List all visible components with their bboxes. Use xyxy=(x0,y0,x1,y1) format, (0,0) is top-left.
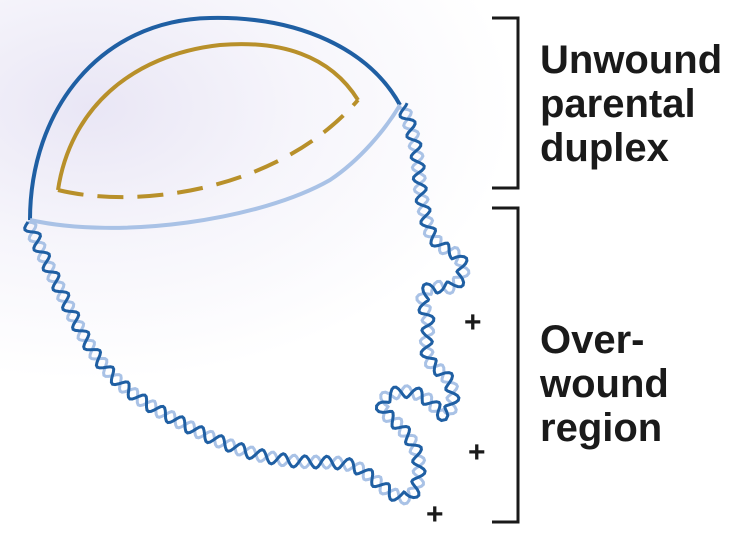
label-overwound-region: Over- wound region xyxy=(540,318,669,450)
bracket-unwound xyxy=(492,18,518,188)
label-unwound-parental-duplex: Unwound parental duplex xyxy=(540,38,722,170)
supercoil-sign-1: + xyxy=(464,308,482,338)
daughter-strand-dashed xyxy=(58,100,358,197)
overwound-helix xyxy=(25,103,469,504)
supercoil-sign-3: + xyxy=(426,500,444,530)
daughter-strand-solid xyxy=(58,44,358,190)
bracket-overwound xyxy=(492,208,518,522)
helix-strand-light xyxy=(28,107,469,504)
supercoil-sign-2: + xyxy=(468,438,486,468)
parental-strand-inner xyxy=(30,105,400,228)
helix-strand-dark xyxy=(25,103,467,500)
